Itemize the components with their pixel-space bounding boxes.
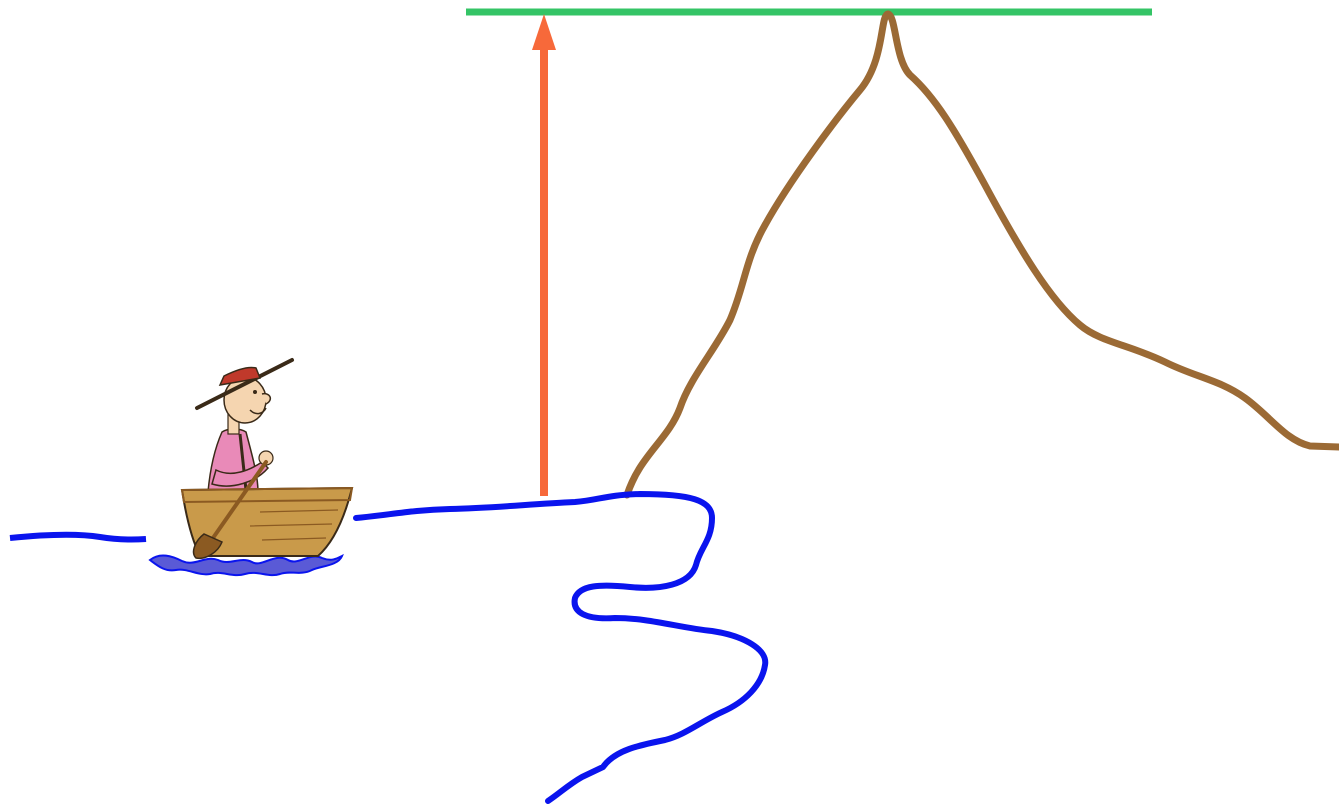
height-arrow (532, 14, 556, 496)
mountain-outline (623, 10, 1339, 499)
boatman-eye (253, 390, 257, 394)
boatman-hat (218, 366, 262, 386)
boatman-clipart (148, 358, 354, 577)
boat-oar-blade (192, 533, 223, 560)
boat-planks (249, 509, 339, 541)
boatman-arm (211, 461, 270, 487)
boat-gunwale (180, 486, 354, 504)
boat-waves (148, 553, 344, 577)
boatman-smile (249, 407, 267, 415)
boatman-hat-brim (195, 358, 294, 410)
height-arrow-head (532, 14, 556, 50)
boatman-nose (261, 392, 272, 405)
water-surface-left (9, 531, 147, 543)
boat-oar (204, 460, 268, 550)
water-surface-river (353, 491, 769, 804)
